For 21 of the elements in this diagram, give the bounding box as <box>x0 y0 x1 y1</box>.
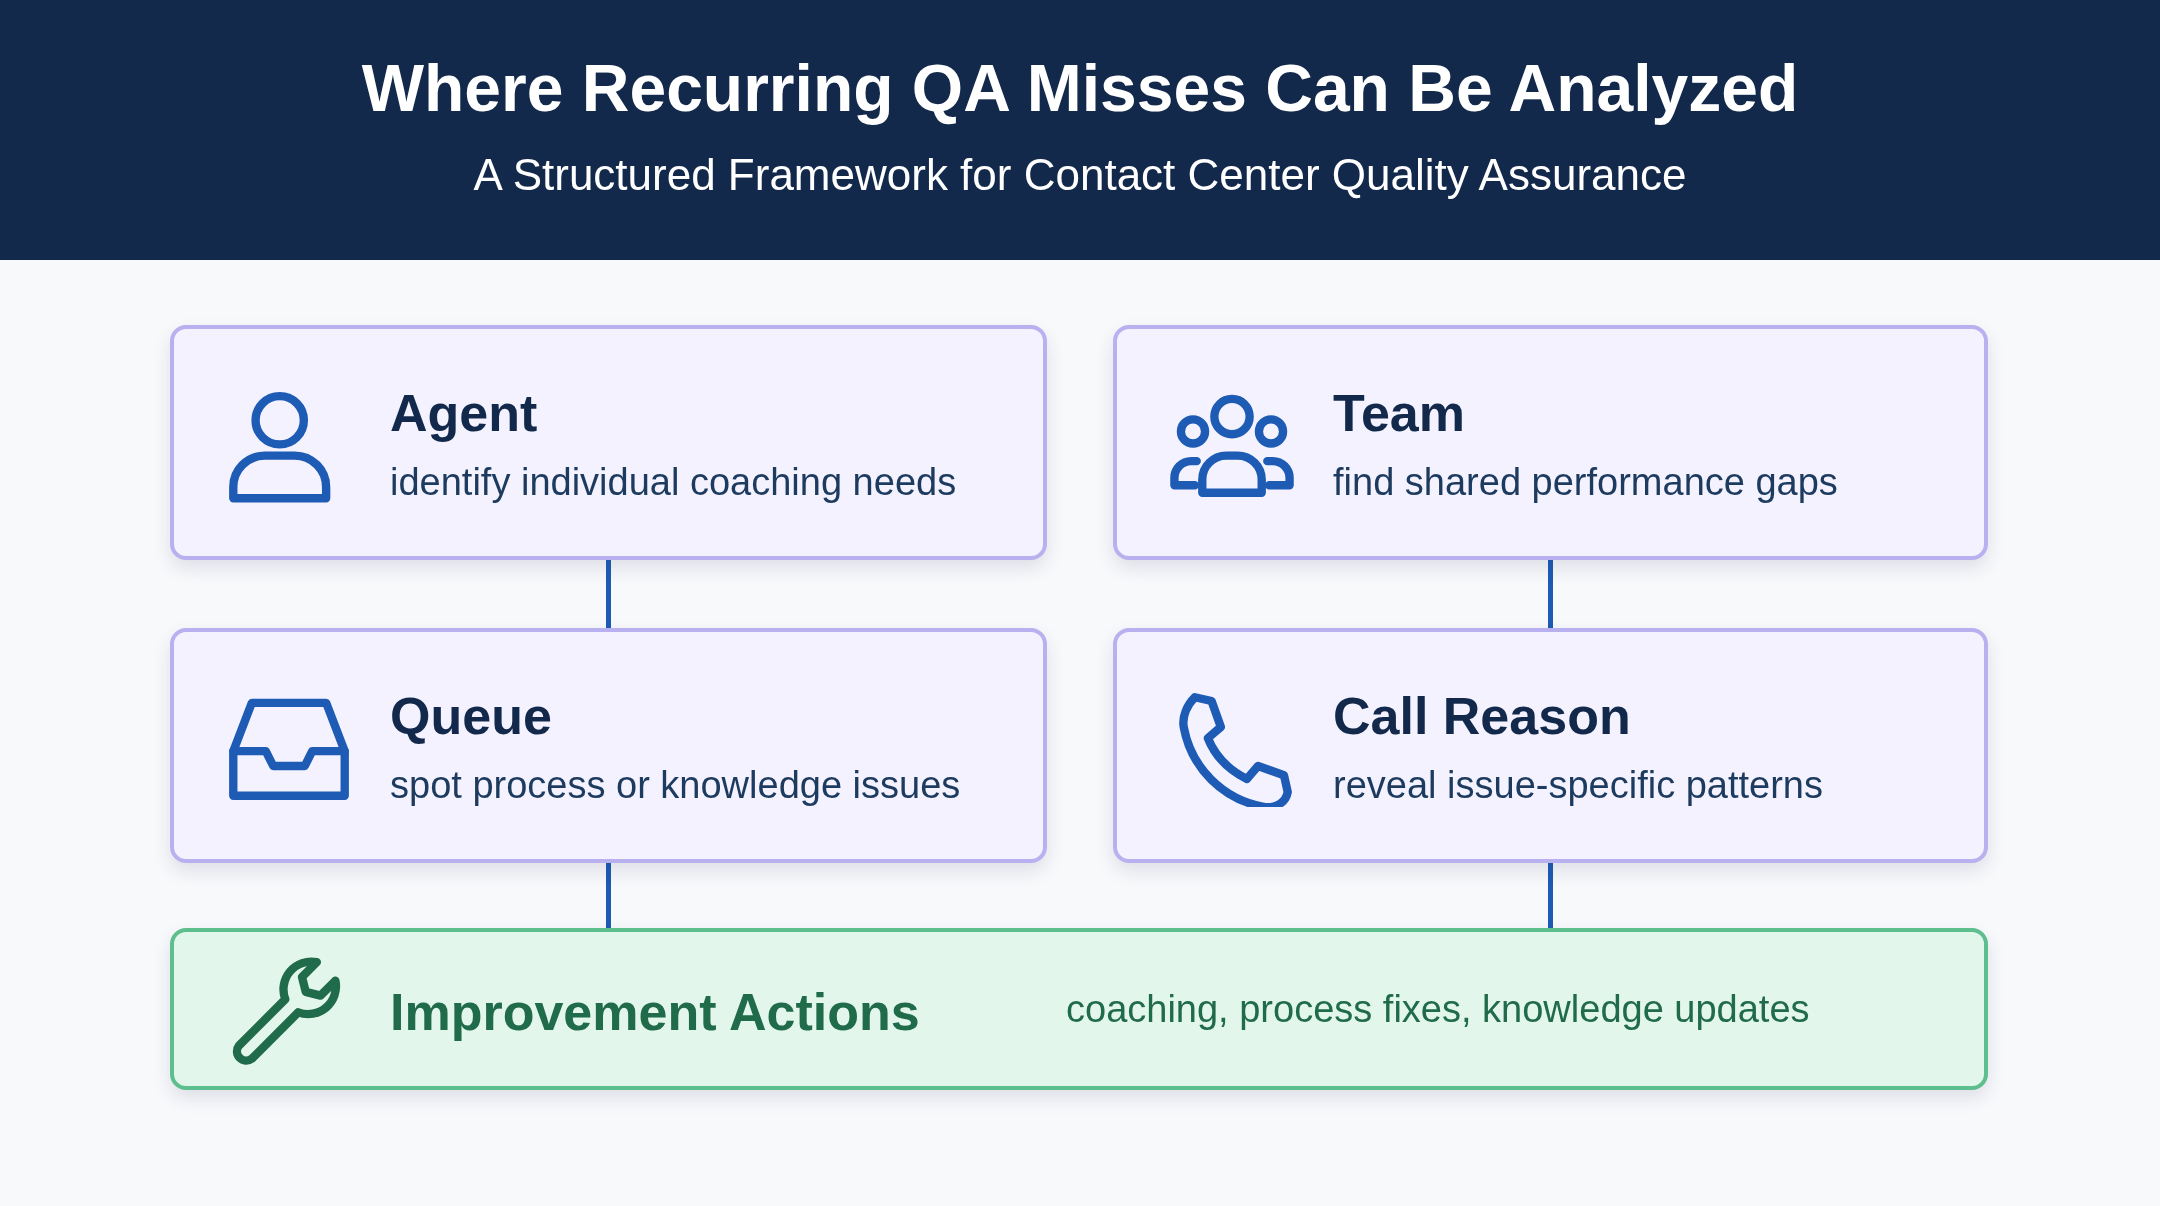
box-heading: Queue <box>390 686 552 746</box>
box-heading: Call Reason <box>1333 686 1631 746</box>
box-description: spot process or knowledge issues <box>390 764 961 807</box>
box-description: coaching, process fixes, knowledge updates <box>1066 988 1810 1031</box>
box-heading: Improvement Actions <box>390 982 920 1042</box>
category-box <box>170 628 1047 863</box>
action-box <box>170 928 1988 1090</box>
box-description: identify individual coaching needs <box>390 461 957 504</box>
connector-line <box>1548 560 1553 628</box>
connector-line <box>606 560 611 628</box>
category-box <box>170 325 1047 560</box>
subtitle: A Structured Framework for Contact Center Quality Assurance <box>472 150 1688 200</box>
title: Where Recurring QA Misses Can Be Analyzed <box>360 50 1800 126</box>
category-box <box>1113 325 1988 560</box>
box-heading: Agent <box>390 383 538 443</box>
box-description: find shared performance gaps <box>1333 461 1838 504</box>
box-heading: Team <box>1333 383 1465 443</box>
category-box <box>1113 628 1988 863</box>
box-description: reveal issue-specific patterns <box>1333 764 1823 807</box>
connector-line <box>1548 863 1553 928</box>
connector-line <box>606 863 611 928</box>
